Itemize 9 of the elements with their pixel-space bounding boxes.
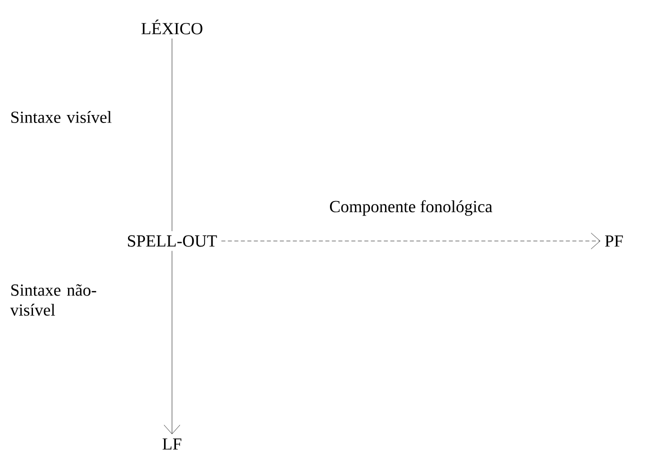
arrow: [164, 250, 180, 434]
side-note: Sintaxe visível: [11, 111, 112, 123]
arrow: [221, 232, 600, 250]
side-note: Sintaxe não-visível: [10, 284, 96, 316]
edge-label: Componente fonológica: [328, 199, 494, 217]
term-label: SPELL-OUT: [128, 235, 217, 247]
term-label: LÉXICO: [141, 20, 202, 34]
term-label: LF: [162, 438, 182, 450]
term-label: PF: [605, 235, 623, 247]
